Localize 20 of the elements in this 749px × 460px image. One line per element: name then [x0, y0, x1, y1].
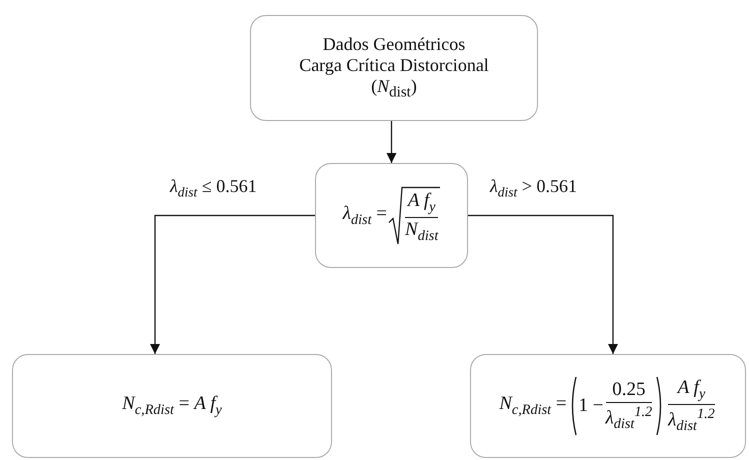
formula-text: N$_{c,Rdist}$ = [499, 393, 567, 419]
process-box [250, 15, 538, 121]
arrow [150, 214, 315, 354]
node-text: Carga Crítica Distorcional [299, 55, 489, 76]
formula-text: N$_{c,Rdist}$ = A f$_{y}$ [122, 393, 222, 419]
decision-box [315, 163, 468, 268]
denominator: N$_{dist}$ [405, 219, 438, 245]
node-text: (N$_{dist}$) [371, 76, 417, 102]
process-box [12, 354, 332, 458]
numerator: A f$_{y}$ [678, 376, 706, 403]
edge-label: λ$_{dist}$ > 0.561 [490, 176, 577, 201]
arrow [386, 121, 396, 163]
numerator: A f$_{y}$ [408, 190, 436, 216]
formula-text: 1 − [578, 395, 604, 417]
edge-label: λ$_{dist}$ ≤ 0.561 [170, 176, 257, 201]
node-text: Dados Geométricos [322, 34, 466, 56]
formula-text: λ$_{dist}$ = [342, 202, 387, 228]
numerator: 0.25 [612, 378, 646, 401]
arrow [468, 214, 618, 354]
process-box [470, 354, 746, 458]
